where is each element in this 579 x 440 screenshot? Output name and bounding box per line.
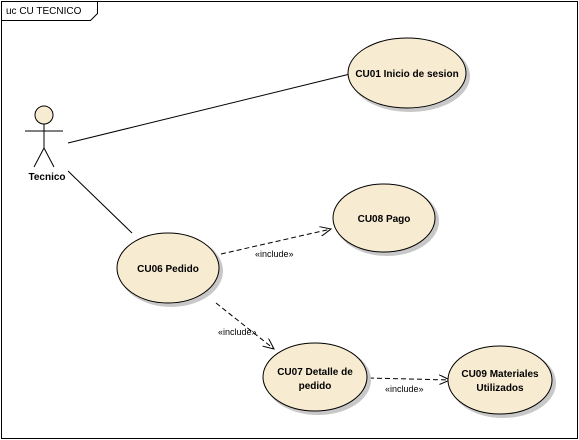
include-label-cu07: «include» <box>218 327 257 337</box>
usecase-cu09-label-line2: Utilizados <box>476 383 524 394</box>
actor-right-leg <box>43 147 55 168</box>
usecase-cu09-label-line1: CU09 Materiales <box>461 369 539 380</box>
usecase-cu07[interactable]: CU07 Detalle de pedido <box>262 342 371 415</box>
include-cu06-cu08 <box>220 229 331 255</box>
usecase-cu06-ellipse <box>116 232 220 304</box>
include-cu06-cu07 <box>215 302 274 349</box>
include-cu07-cu09 <box>368 378 450 380</box>
usecase-cu06-label: CU06 Pedido <box>137 264 199 275</box>
association-tecnico-cu06 <box>67 170 133 234</box>
include-label-cu08: «include» <box>255 249 294 259</box>
usecase-cu07-ellipse <box>262 342 368 412</box>
actor-tecnico[interactable]: Tecnico <box>25 105 66 183</box>
frame-label: uc CU TECNICO <box>6 6 82 17</box>
usecase-cu07-label-line1: CU07 Detalle de <box>277 367 353 378</box>
usecase-cu09[interactable]: CU09 Materiales Utilizados <box>447 345 556 418</box>
actor-label: Tecnico <box>28 172 65 183</box>
frame-tab <box>1 1 98 21</box>
usecase-cu01[interactable]: CU01 Inicio de sesion <box>347 37 470 112</box>
usecase-cu06[interactable]: CU06 Pedido <box>116 232 223 307</box>
association-tecnico-cu01 <box>67 73 351 144</box>
usecase-cu09-ellipse <box>447 345 553 415</box>
usecase-cu08[interactable]: CU08 Pago <box>332 183 439 256</box>
usecase-cu01-ellipse <box>347 37 467 109</box>
usecase-cu07-label-line2: pedido <box>299 381 332 392</box>
usecase-cu01-label: CU01 Inicio de sesion <box>355 69 458 80</box>
actor-head <box>34 105 54 125</box>
usecase-cu08-label: CU08 Pago <box>358 214 411 225</box>
usecase-cu08-ellipse <box>332 183 436 253</box>
actor-left-leg <box>33 147 45 168</box>
include-label-cu09: «include» <box>385 384 424 394</box>
